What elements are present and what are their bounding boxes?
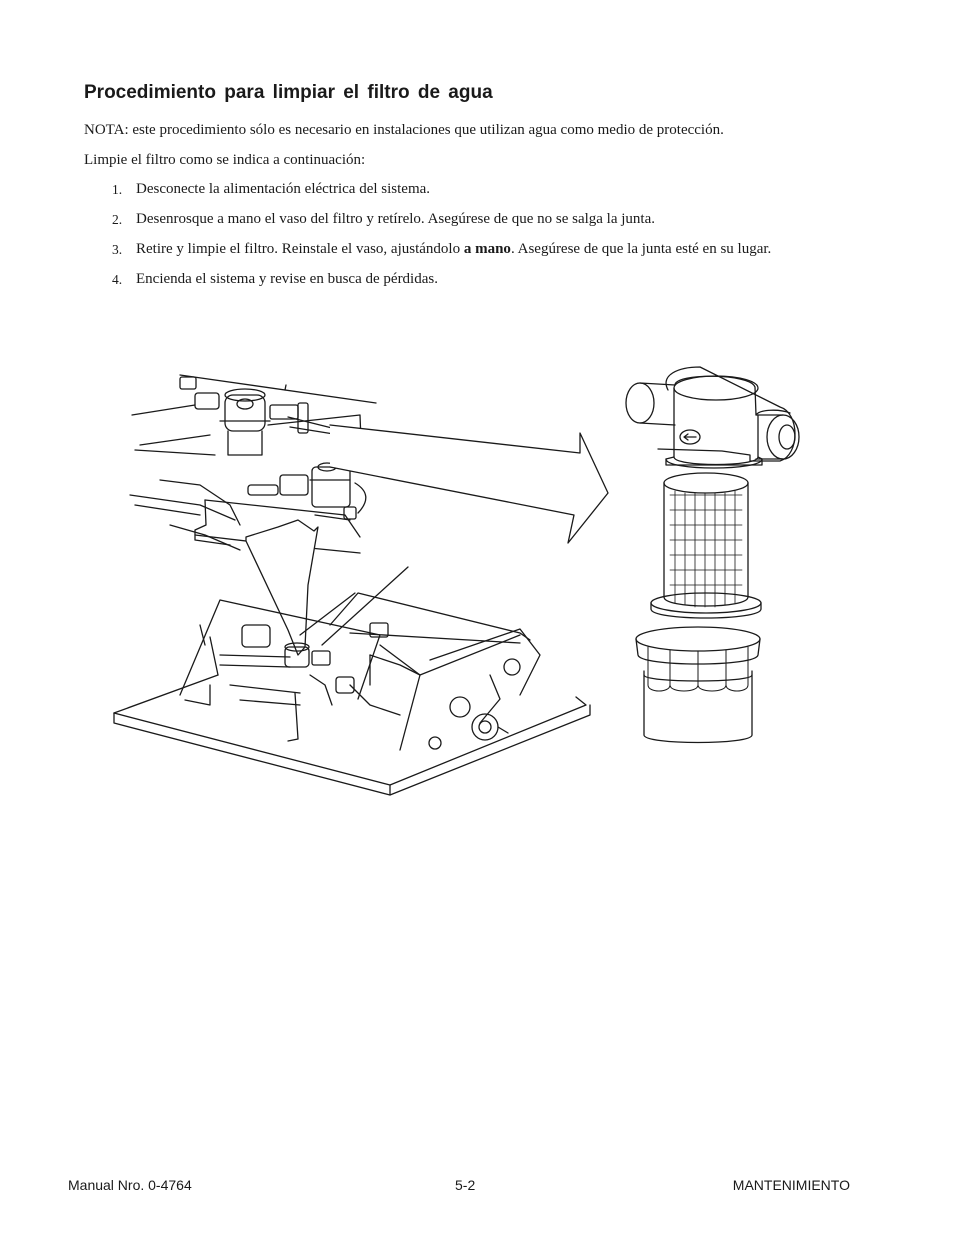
step-number: 4. bbox=[112, 272, 123, 287]
step-text: Desenrosque a mano el vaso del filtro y … bbox=[136, 211, 656, 227]
step-number: 3. bbox=[112, 242, 123, 257]
step-text: Desconecte la alimentación eléctrica del… bbox=[136, 181, 431, 197]
step-text: Retire y limpie el filtro. Reinstale el … bbox=[136, 240, 844, 259]
filter-element bbox=[663, 482, 749, 598]
step-text-part: . Asegúrese de que la junta esté en su l… bbox=[510, 241, 772, 257]
intro-paragraph: Limpie el filtro como se indica a contin… bbox=[84, 152, 366, 168]
footer-section: MANTENIMIENTO bbox=[732, 1177, 850, 1193]
filter-bowl bbox=[635, 626, 761, 652]
note-paragraph: NOTA: este procedimiento sólo es necesar… bbox=[84, 122, 724, 138]
machine-base bbox=[113, 592, 591, 796]
water-filter-illustration bbox=[113, 366, 800, 796]
pointer-arrows bbox=[245, 424, 609, 656]
exploded-filter bbox=[625, 366, 800, 744]
page-title: Procedimiento para limpiar el filtro de … bbox=[84, 82, 493, 103]
step-number: 1. bbox=[112, 182, 123, 197]
step-item: 4. Encienda el sistema y revise en busca… bbox=[84, 270, 844, 289]
procedure-steps: 1. Desconecte la alimentación eléctrica … bbox=[84, 180, 844, 289]
step-text-part: Retire y limpie el filtro. Reinstale el … bbox=[136, 241, 464, 257]
step-number: 2. bbox=[112, 212, 123, 227]
footer-manual-number: Manual Nro. 0-4764 bbox=[68, 1177, 192, 1193]
step-item: 1. Desconecte la alimentación eléctrica … bbox=[84, 180, 844, 199]
step-text-bold: a mano bbox=[463, 241, 511, 257]
step-item: 3. Retire y limpie el filtro. Reinstale … bbox=[84, 240, 844, 259]
footer-page-number: 5-2 bbox=[455, 1177, 476, 1193]
step-item: 2. Desenrosque a mano el vaso del filtro… bbox=[84, 210, 844, 229]
step-text: Encienda el sistema y revise en busca de… bbox=[136, 271, 438, 287]
